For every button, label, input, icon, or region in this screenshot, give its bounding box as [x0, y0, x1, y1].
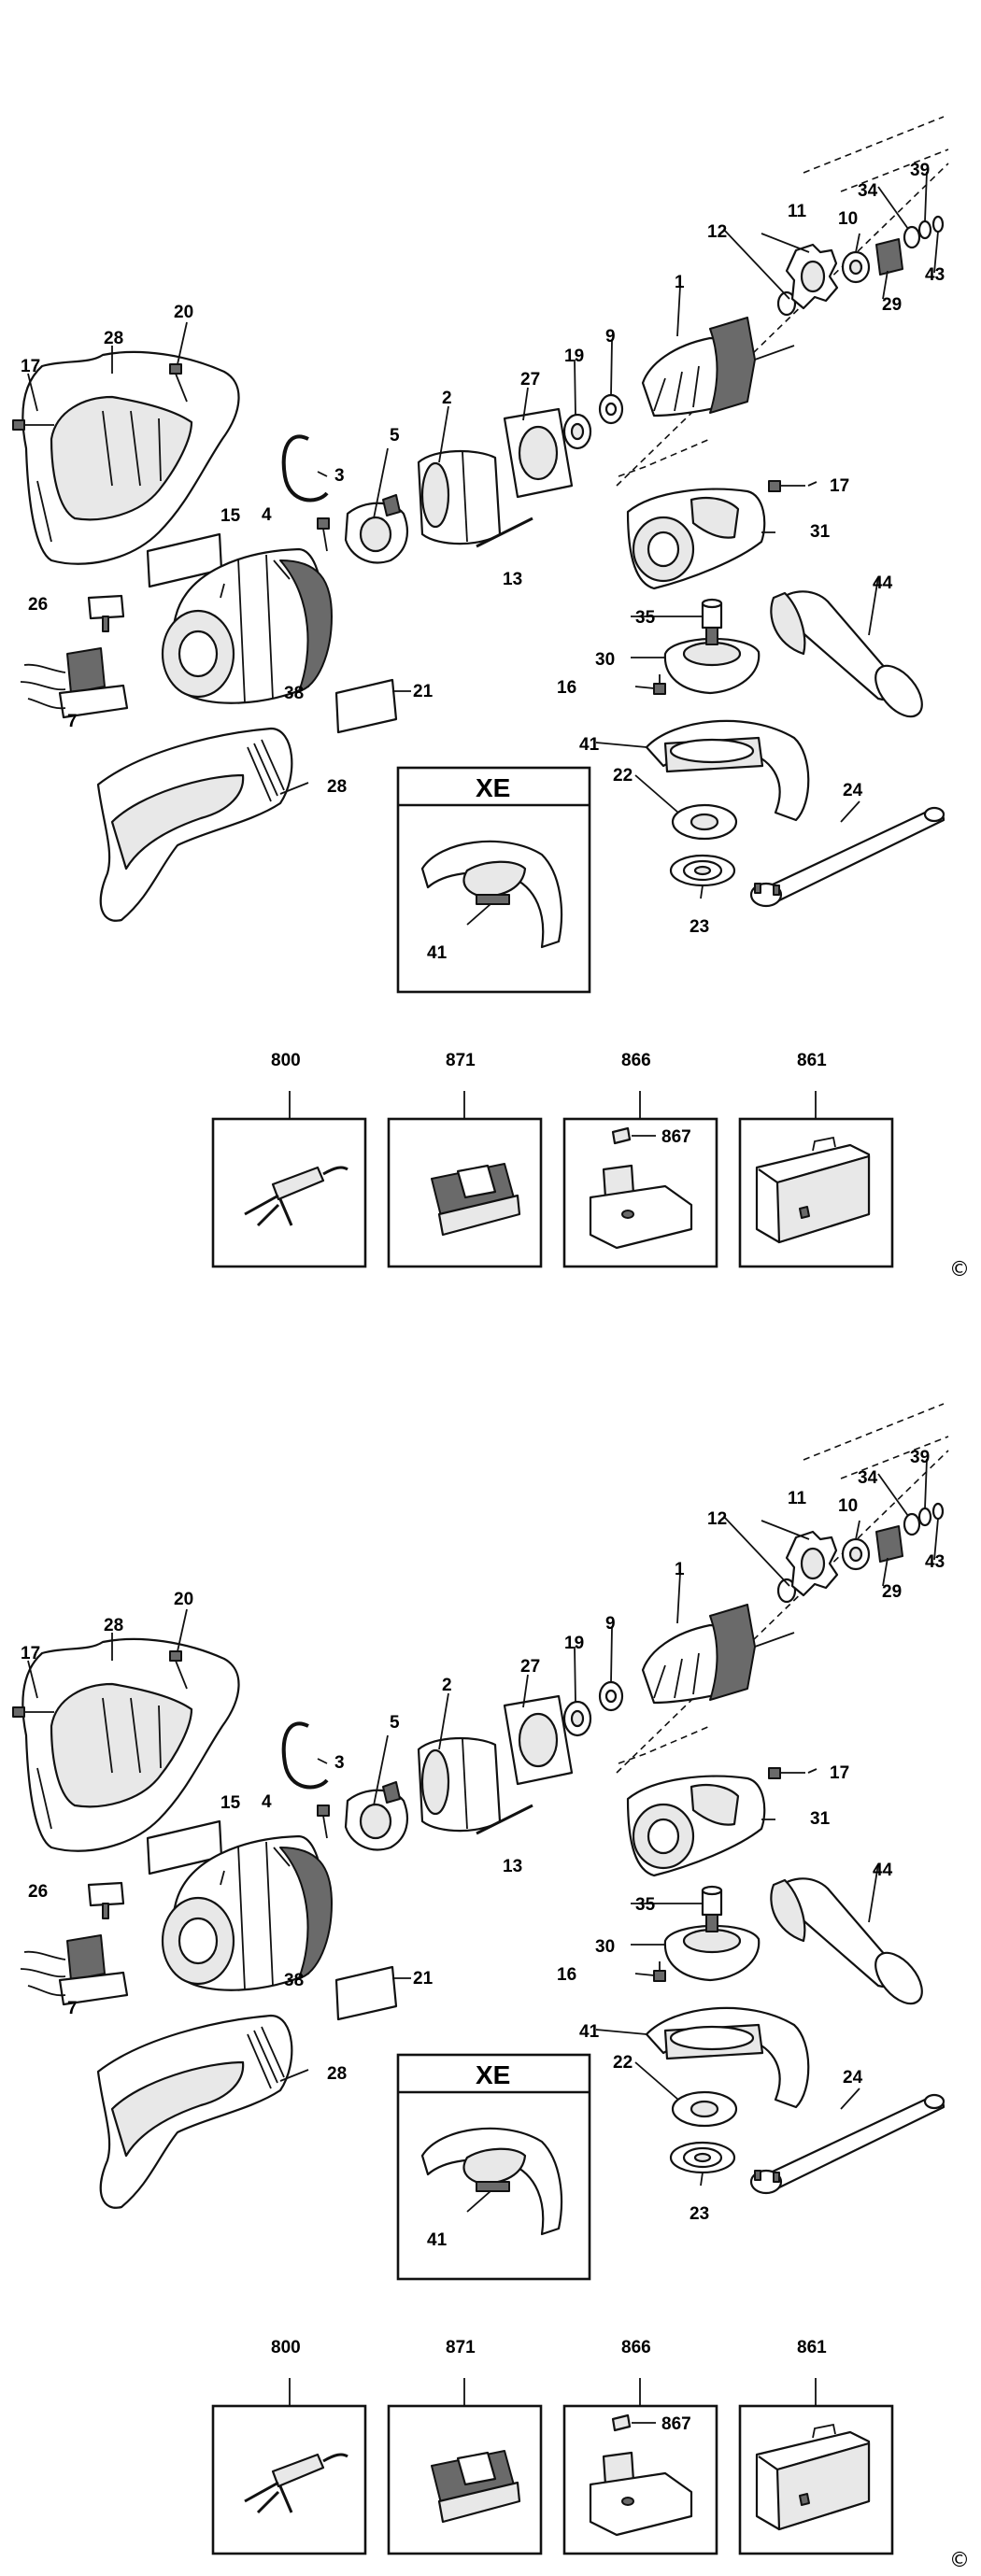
label-28a: 28: [104, 1616, 123, 1635]
label-39: 39: [910, 1448, 930, 1467]
label-23: 23: [690, 917, 709, 937]
label-34: 34: [858, 181, 878, 201]
label-15: 15: [220, 1793, 241, 1813]
label-35: 35: [635, 608, 656, 628]
label-1: 1: [675, 1560, 685, 1579]
label-39: 39: [910, 161, 930, 180]
label-4: 4: [262, 1792, 272, 1812]
label-19: 19: [564, 1634, 584, 1653]
label-24: 24: [843, 2068, 863, 2088]
copyright-mark: ©: [949, 1258, 970, 1281]
label-21: 21: [413, 682, 434, 701]
sheet-1-part-labels: 1 2 3 4 5 7 9 10 11 12 13 15 16 17 17 19…: [21, 161, 945, 963]
sheet-1: 1 2 3 4 5 7 9 10 11 12 13 15 16 17 17 19…: [11, 115, 970, 1281]
sheet-2-part-labels: 1 2 3 4 5 7 9 10 11 12 13 15 16 17 17 19…: [21, 1448, 945, 2250]
sheet-2: 1 2 3 4 5 7 9 10 11 12 13 15 16 17 17 19…: [11, 1402, 970, 2572]
label-21: 21: [413, 1969, 434, 1989]
label-43: 43: [925, 265, 945, 285]
accessory-label-861: 861: [797, 2338, 827, 2357]
label-41b: 41: [427, 943, 448, 963]
label-9: 9: [605, 1614, 616, 1634]
label-16: 16: [557, 1965, 576, 1985]
accessory-label-871: 871: [446, 2338, 476, 2357]
label-28b: 28: [327, 2064, 347, 2084]
label-20: 20: [174, 1590, 193, 1609]
label-28b: 28: [327, 777, 347, 797]
label-29: 29: [882, 1582, 902, 1602]
label-30: 30: [595, 1937, 615, 1957]
battery-cap-label-867: 867: [661, 2414, 691, 2434]
label-44: 44: [873, 1861, 893, 1880]
accessory-label-800: 800: [271, 1051, 301, 1070]
label-35: 35: [635, 1895, 656, 1915]
label-17a: 17: [21, 1644, 40, 1663]
label-11: 11: [788, 1489, 807, 1508]
label-29: 29: [882, 295, 902, 315]
label-13: 13: [503, 1857, 522, 1876]
battery-cap-label-867: 867: [661, 1127, 691, 1147]
label-10: 10: [838, 1496, 858, 1516]
label-43: 43: [925, 1552, 945, 1572]
accessory-label-871: 871: [446, 1051, 476, 1070]
label-10: 10: [838, 209, 858, 229]
label-1: 1: [675, 273, 685, 292]
label-17b: 17: [830, 1763, 849, 1783]
label-13: 13: [503, 570, 522, 589]
label-12: 12: [707, 1509, 727, 1529]
label-17b: 17: [830, 476, 849, 496]
label-23: 23: [690, 2204, 709, 2224]
accessory-label-866: 866: [621, 2338, 651, 2357]
label-12: 12: [707, 222, 727, 242]
label-7: 7: [67, 1999, 78, 2018]
label-26: 26: [28, 1882, 48, 1902]
label-27: 27: [520, 1657, 540, 1677]
label-5: 5: [390, 426, 400, 446]
label-9: 9: [605, 327, 616, 347]
label-16: 16: [557, 678, 576, 698]
inset-title: XE: [476, 2060, 510, 2089]
label-26: 26: [28, 595, 48, 615]
label-30: 30: [595, 650, 615, 670]
label-22: 22: [613, 766, 633, 786]
label-41b: 41: [427, 2230, 448, 2250]
label-15: 15: [220, 506, 241, 526]
label-17a: 17: [21, 357, 40, 376]
label-20: 20: [174, 303, 193, 322]
label-38: 38: [284, 1971, 304, 1990]
label-5: 5: [390, 1713, 400, 1733]
accessory-label-800: 800: [271, 2338, 301, 2357]
accessory-label-861: 861: [797, 1051, 827, 1070]
inset-title: XE: [476, 773, 510, 802]
label-28a: 28: [104, 329, 123, 348]
accessory-label-866: 866: [621, 1051, 651, 1070]
label-41a: 41: [579, 735, 600, 755]
label-44: 44: [873, 573, 893, 593]
label-38: 38: [284, 684, 304, 703]
label-4: 4: [262, 505, 272, 525]
label-2: 2: [442, 1676, 452, 1695]
label-3: 3: [334, 466, 345, 486]
label-31: 31: [810, 1809, 831, 1829]
label-2: 2: [442, 389, 452, 408]
label-7: 7: [67, 712, 78, 731]
label-27: 27: [520, 370, 540, 389]
label-3: 3: [334, 1753, 345, 1773]
label-22: 22: [613, 2053, 633, 2073]
label-24: 24: [843, 781, 863, 800]
label-34: 34: [858, 1468, 878, 1488]
label-31: 31: [810, 522, 831, 542]
label-41a: 41: [579, 2022, 600, 2042]
label-19: 19: [564, 347, 584, 366]
label-11: 11: [788, 202, 807, 221]
copyright-mark: ©: [949, 2549, 970, 2572]
